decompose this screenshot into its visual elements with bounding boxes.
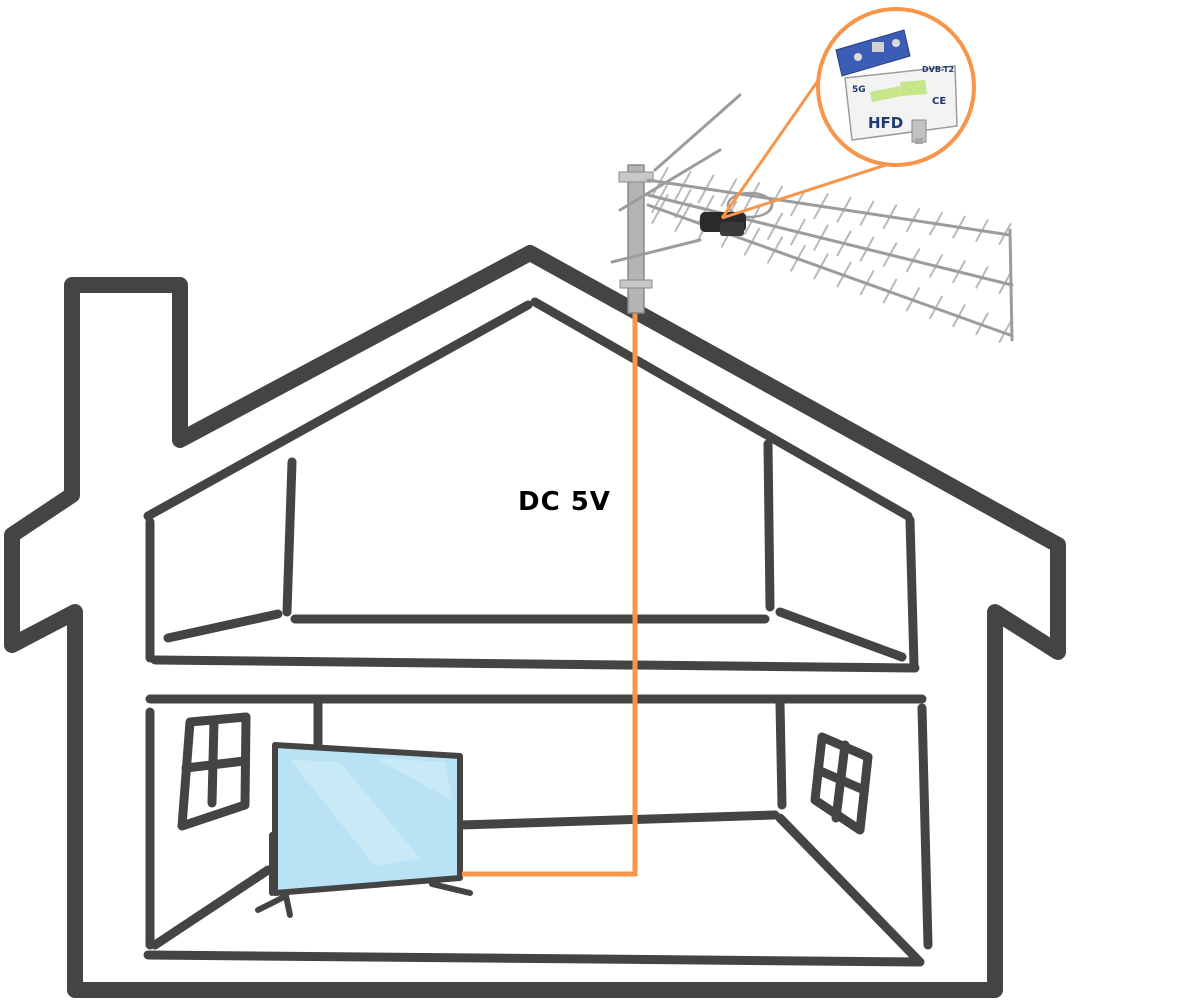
attic-roof-right (530, 297, 913, 521)
window-right (810, 732, 873, 835)
window-right-transom (813, 765, 869, 795)
tv-screen-glare-2 (375, 758, 452, 800)
tv-foot-right (429, 881, 473, 896)
antenna-mast (618, 164, 654, 314)
antenna-reflector-arm (653, 93, 742, 172)
antenna-amplifier-socket (720, 222, 744, 236)
attic-floor (150, 655, 920, 673)
ground-floor-room (143, 694, 933, 967)
house-outline (4, 245, 1066, 998)
attic-knee-left (282, 457, 297, 617)
antenna-reflector-arm-2 (618, 148, 722, 212)
module-band-label: 5G (852, 85, 866, 95)
window-left-transom (181, 756, 249, 773)
mast-clamp-top (618, 171, 654, 183)
room-right-wall (917, 703, 933, 950)
module-green-strip-2 (900, 80, 927, 96)
room-floor-right-edge (775, 813, 923, 965)
module-chip (872, 42, 884, 52)
attic-knee-right (763, 439, 775, 612)
antenna-boom-top (646, 178, 1012, 237)
room-floor-left-edge (150, 865, 273, 950)
callout-line-bottom (721, 160, 896, 220)
amplifier-callout: 5G HFD DVB-T2 CE (816, 7, 976, 167)
mast-clamp-bottom (619, 279, 653, 289)
antenna-dipole-loop (726, 191, 774, 219)
room-back-corner-right (775, 698, 787, 810)
attic-right-wall (905, 515, 919, 670)
window-right-frame (810, 732, 873, 835)
room-back-floor-line (455, 810, 780, 830)
module-circuit-board (835, 29, 911, 77)
room-floor-front (143, 950, 925, 967)
tv-screen-glare (290, 760, 420, 866)
mast-pole (627, 164, 645, 314)
module-brand-logo: HFD (868, 114, 903, 132)
module-housing (844, 65, 958, 141)
tv-antenna (610, 93, 1014, 343)
module-screw-right (892, 39, 900, 47)
module-green-strip (870, 86, 902, 102)
window-left (177, 712, 251, 831)
module-screw-left (854, 53, 862, 61)
attic-floor-edge-left (163, 609, 283, 643)
tv-foot-left (255, 893, 289, 913)
antenna-support-arm (610, 238, 702, 264)
antenna-cable (462, 312, 638, 877)
attic-roof-left (143, 300, 533, 521)
attic-floor-edge-right (775, 607, 907, 662)
attic-room (143, 297, 920, 673)
tv-foot-left-back (283, 893, 293, 918)
antenna-boom-middle (646, 193, 1014, 287)
house-outer-wall (4, 245, 1066, 998)
window-left-frame (177, 712, 251, 831)
antenna-boom-end (1008, 228, 1014, 342)
television (255, 742, 473, 918)
module-ce-mark: CE (932, 96, 946, 107)
module-f-connector-tip (915, 138, 923, 144)
module-tv-logo: DVB-T2 (922, 65, 954, 74)
cable-voltage-label: DC 5V (518, 487, 611, 517)
